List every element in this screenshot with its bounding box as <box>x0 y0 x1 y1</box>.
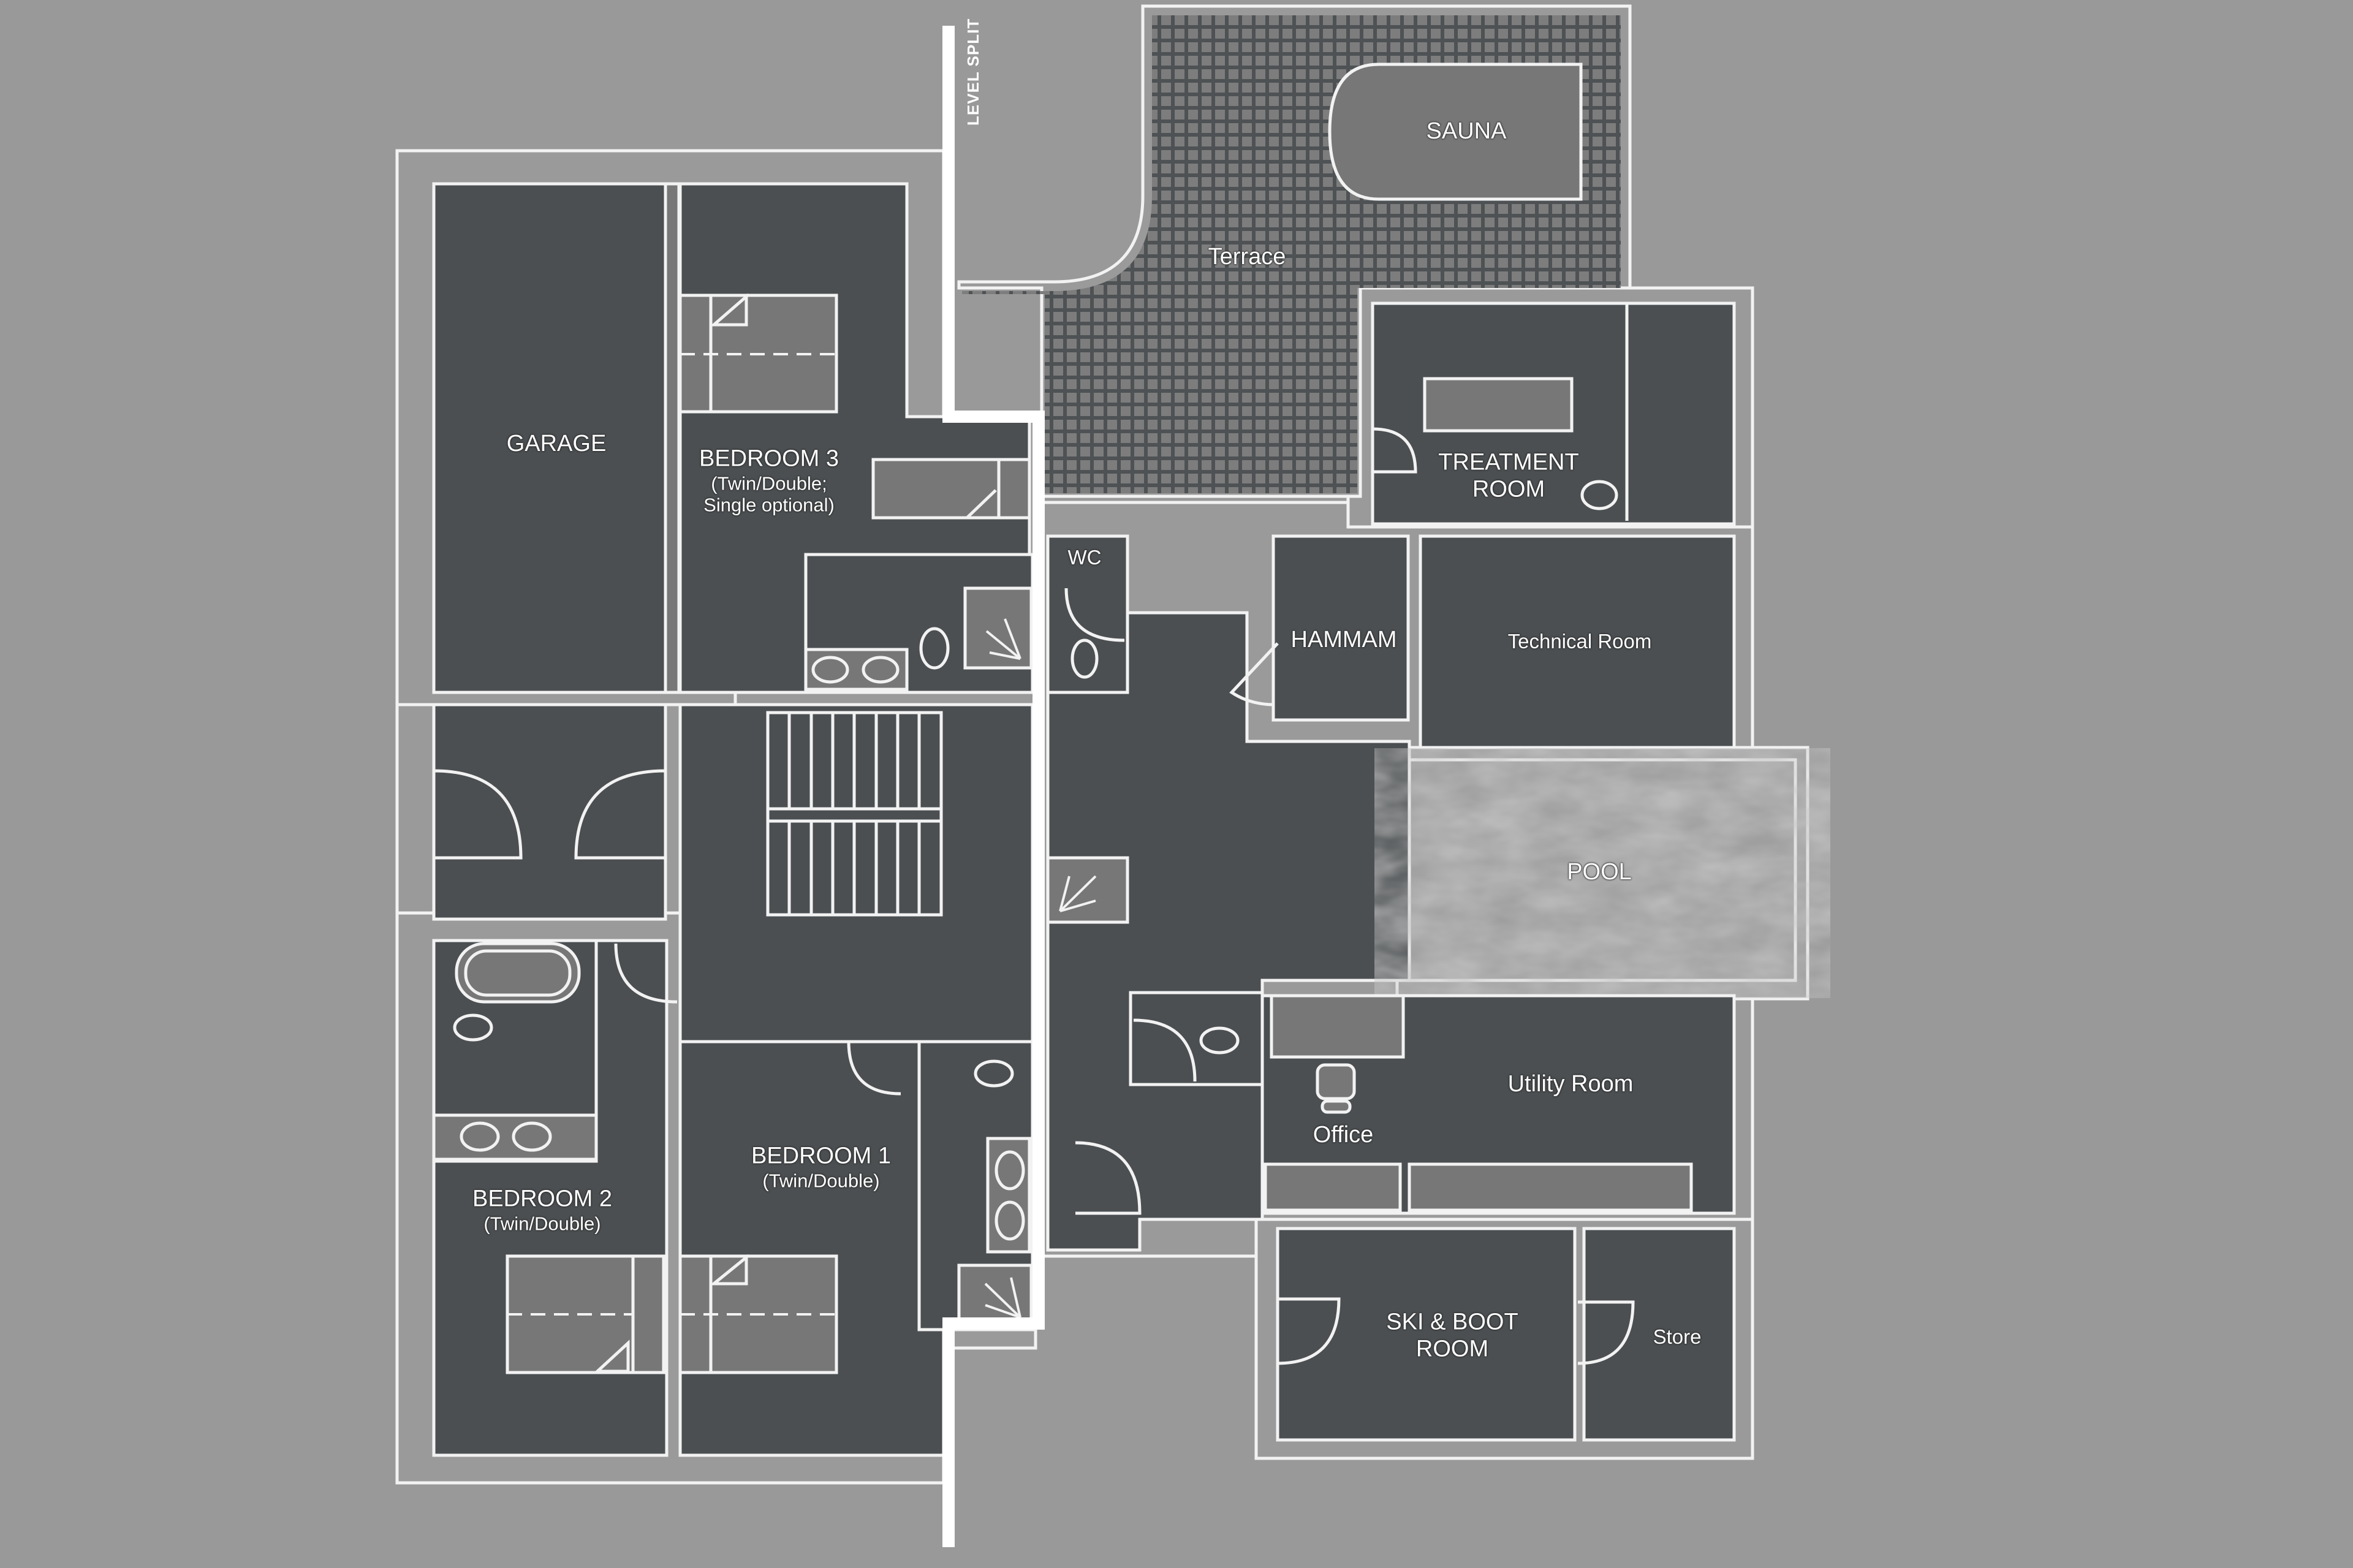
technical-room <box>1419 534 1736 749</box>
single-bed-icon <box>871 458 1031 520</box>
wc-label: WC <box>1067 546 1102 569</box>
technical-room-label: Technical Room <box>1507 630 1652 653</box>
bedroom3-label: BEDROOM 3 (Twin/Double; Single optional) <box>699 445 839 516</box>
terrace-label: Terrace <box>1208 244 1286 270</box>
ski-boot-room <box>1276 1227 1577 1442</box>
shower-icon <box>963 586 1033 670</box>
bedroom2-label: BEDROOM 2 (Twin/Double) <box>472 1186 613 1235</box>
staircase <box>766 711 943 917</box>
terrace-area <box>957 4 1632 498</box>
bedroom1-label: BEDROOM 1 (Twin/Double) <box>751 1143 892 1192</box>
treatment-room-label: TREATMENT ROOM <box>1438 449 1579 502</box>
office-label: Office <box>1313 1122 1374 1148</box>
pool-label: POOL <box>1567 859 1632 885</box>
chair-icon <box>1316 1063 1356 1114</box>
double-sink-icon <box>804 648 909 691</box>
garage-label: GARAGE <box>506 431 607 457</box>
shower-spray-icon <box>985 618 1021 660</box>
treatment-bed-icon <box>1423 377 1574 433</box>
garage-room <box>432 182 667 694</box>
toilet-icon <box>974 1059 1014 1088</box>
toilet-icon <box>1070 638 1099 679</box>
hallway <box>678 703 1034 1043</box>
entrance-hall <box>432 703 667 921</box>
office-desk-icon <box>1270 994 1405 1059</box>
small-wc <box>1129 991 1264 1086</box>
pool-water <box>1412 769 1792 977</box>
toilet-icon <box>453 1013 493 1042</box>
hammam-label: HAMMAM <box>1290 627 1397 653</box>
wc-room <box>1046 534 1129 694</box>
toilet-icon <box>1199 1026 1240 1055</box>
hammam-room <box>1271 534 1410 722</box>
sauna-room <box>1328 62 1583 201</box>
utility-room-label: Utility Room <box>1507 1071 1634 1097</box>
shower-icon <box>1046 856 1129 924</box>
toilet-icon <box>919 627 950 670</box>
store-room <box>1582 1227 1736 1442</box>
sauna-label: SAUNA <box>1426 118 1507 145</box>
ski-boot-room-label: SKI & BOOT ROOM <box>1386 1309 1518 1362</box>
sink-icon <box>1580 480 1618 510</box>
level-split-label: LEVEL SPLIT <box>964 18 982 126</box>
double-sink-icon <box>986 1137 1031 1254</box>
shower-spray-icon <box>1059 875 1097 912</box>
level-split-line <box>942 26 1045 1547</box>
bathtub-icon <box>455 942 581 1004</box>
store-label: Store <box>1653 1325 1702 1349</box>
shower-spray-icon <box>984 1277 1021 1319</box>
